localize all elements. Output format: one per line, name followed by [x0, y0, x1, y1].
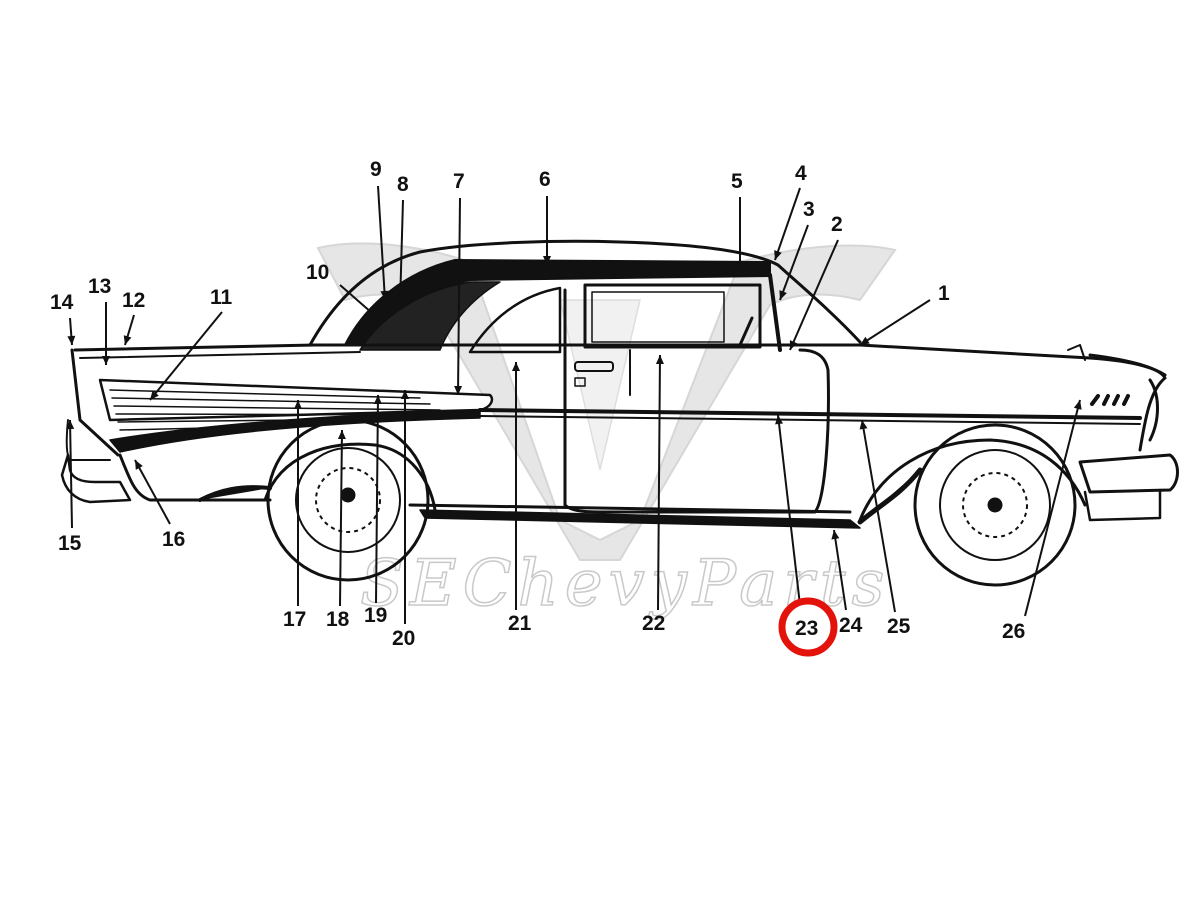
callout-4: 4: [795, 162, 807, 185]
leader-line-25: [861, 419, 896, 613]
callout-18: 18: [326, 608, 350, 631]
leader-line-2: [789, 239, 839, 351]
callout-23: 23: [795, 617, 818, 640]
leader-line-3: [779, 224, 809, 301]
arrowhead-3: [779, 290, 787, 300]
callout-20: 20: [392, 627, 415, 650]
arrowhead-26: [1073, 400, 1082, 410]
arrowhead-15: [66, 420, 75, 430]
arrowhead-11: [150, 390, 159, 400]
arrowhead-10: [370, 311, 380, 320]
leader-lines: [66, 185, 1082, 624]
front-wheel: [913, 423, 1077, 587]
arrowhead-25: [859, 420, 868, 430]
leader-line-1: [859, 299, 931, 346]
arrowhead-2: [789, 340, 798, 350]
leader-line-23: [777, 414, 801, 606]
arrowhead-21: [512, 362, 520, 371]
callout-5: 5: [731, 170, 743, 193]
watermark-text: SEChevyParts: [360, 547, 890, 621]
callout-7: 7: [453, 170, 465, 193]
leader-line-19: [375, 394, 379, 604]
callout-21: 21: [508, 612, 532, 635]
callout-2: 2: [831, 213, 843, 236]
callout-26: 26: [1002, 620, 1025, 643]
arrowhead-18: [337, 430, 346, 440]
rear-wheel: [266, 418, 430, 582]
leader-line-4: [774, 187, 801, 261]
arrowhead-20: [401, 390, 409, 399]
arrowhead-7: [454, 385, 463, 395]
callout-15: 15: [58, 532, 82, 555]
leader-line-9: [377, 185, 386, 301]
leader-line-24: [833, 529, 847, 611]
callout-24: 24: [839, 614, 863, 637]
arrowhead-9: [380, 290, 389, 300]
callout-3: 3: [803, 198, 815, 221]
arrowhead-24: [831, 530, 840, 540]
arrowhead-5: [736, 261, 744, 270]
arrowhead-14: [67, 335, 76, 345]
callout-labels: 1 2 3 4 5 6 7 8 9 10 11 12 13 14 15 16 1…: [50, 158, 1025, 650]
arrowhead-16: [135, 460, 143, 470]
callout-11: 11: [210, 286, 233, 309]
arrowhead-4: [774, 250, 782, 260]
callout-6: 6: [539, 168, 551, 191]
leader-line-22: [657, 354, 661, 611]
callout-17: 17: [283, 608, 306, 631]
leader-line-15: [69, 419, 73, 529]
arrowhead-8: [396, 295, 405, 305]
leader-line-26: [1024, 399, 1081, 617]
callout-22: 22: [642, 612, 665, 635]
highlight-ring: [778, 597, 838, 657]
callout-16: 16: [162, 528, 185, 551]
leader-line-16: [134, 459, 171, 525]
leader-line-8: [399, 199, 404, 306]
callout-9: 9: [370, 158, 382, 181]
arrowhead-22: [655, 355, 664, 365]
leader-line-18: [339, 429, 343, 607]
callout-10: 10: [306, 261, 329, 284]
callout-19: 19: [364, 604, 387, 627]
callout-8: 8: [397, 173, 409, 196]
arrowhead-6: [543, 256, 551, 265]
callout-1: 1: [938, 282, 950, 305]
arrowhead-1: [860, 336, 870, 345]
arrowhead-23: [775, 415, 784, 425]
leader-line-7: [457, 197, 461, 396]
arrowhead-13: [102, 356, 110, 365]
callout-25: 25: [887, 615, 911, 638]
arrowhead-17: [294, 400, 302, 409]
leader-line-11: [149, 311, 223, 401]
arrowhead-12: [123, 335, 132, 345]
callout-12: 12: [122, 289, 145, 312]
callout-13: 13: [88, 275, 111, 298]
arrowhead-19: [373, 395, 382, 405]
callout-14: 14: [50, 291, 74, 314]
